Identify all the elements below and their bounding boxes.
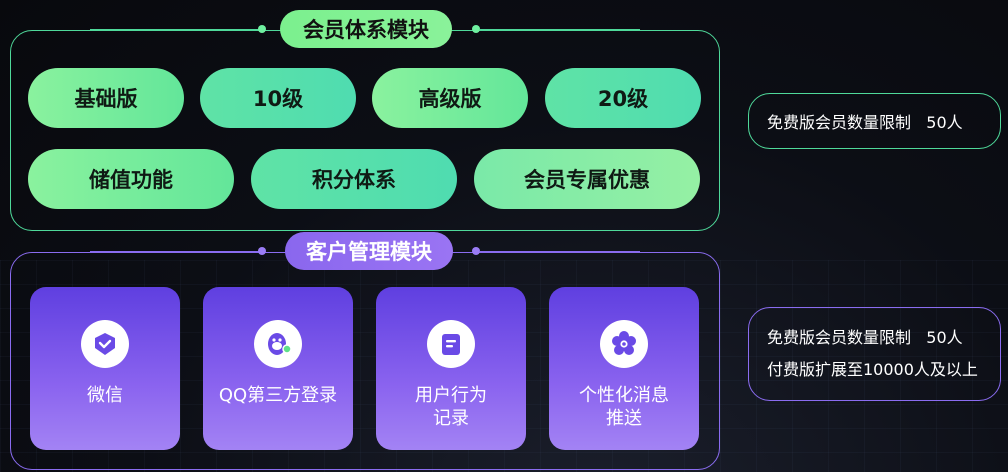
customer-limit-free-text: 免费版会员数量限制 50人 <box>767 328 963 347</box>
customer-module-title: 客户管理模块 <box>285 232 453 270</box>
customer-limit-paid-text: 付费版扩展至10000人及以上 <box>767 360 978 379</box>
card-user-behavior[interactable]: 用户行为 记录 <box>376 287 526 450</box>
card-qq-login[interactable]: QQ第三方登录 <box>203 287 353 450</box>
flower-gear-icon <box>600 320 648 368</box>
card-personalized-push[interactable]: 个性化消息 推送 <box>549 287 699 450</box>
card-label-line1: 用户行为 <box>415 385 487 406</box>
title-dot-left <box>258 25 266 33</box>
card-wechat[interactable]: 微信 <box>30 287 180 450</box>
member-limit-text: 免费版会员数量限制 50人 <box>767 113 963 132</box>
shield-check-icon <box>81 320 129 368</box>
feature-basic[interactable]: 基础版 <box>28 68 184 128</box>
card-label-line1: 微信 <box>87 385 123 406</box>
title-line-left <box>90 29 262 31</box>
feature-level-10[interactable]: 10级 <box>200 68 356 128</box>
card-label-line2: 记录 <box>433 408 469 429</box>
card-label-line1: QQ第三方登录 <box>218 385 338 406</box>
document-icon <box>427 320 475 368</box>
title-line-right <box>480 29 640 31</box>
feature-member-discount[interactable]: 会员专属优惠 <box>474 149 700 209</box>
feature-points-system[interactable]: 积分体系 <box>251 149 457 209</box>
member-module-title: 会员体系模块 <box>280 10 452 48</box>
member-limit-note: 免费版会员数量限制 50人 <box>748 93 1001 149</box>
feature-level-20[interactable]: 20级 <box>545 68 701 128</box>
customer-limit-note: 免费版会员数量限制 50人 付费版扩展至10000人及以上 <box>748 307 1001 401</box>
card-label-line2: 推送 <box>606 408 642 429</box>
qq-penguin-icon <box>254 320 302 368</box>
title-dot-right <box>472 247 480 255</box>
title-dot-right <box>472 25 480 33</box>
title-line-right <box>480 251 640 253</box>
feature-advanced[interactable]: 高级版 <box>372 68 528 128</box>
feature-stored-value[interactable]: 储值功能 <box>28 149 234 209</box>
title-line-left <box>90 251 262 253</box>
title-dot-left <box>258 247 266 255</box>
card-label-line1: 个性化消息 <box>579 385 669 406</box>
